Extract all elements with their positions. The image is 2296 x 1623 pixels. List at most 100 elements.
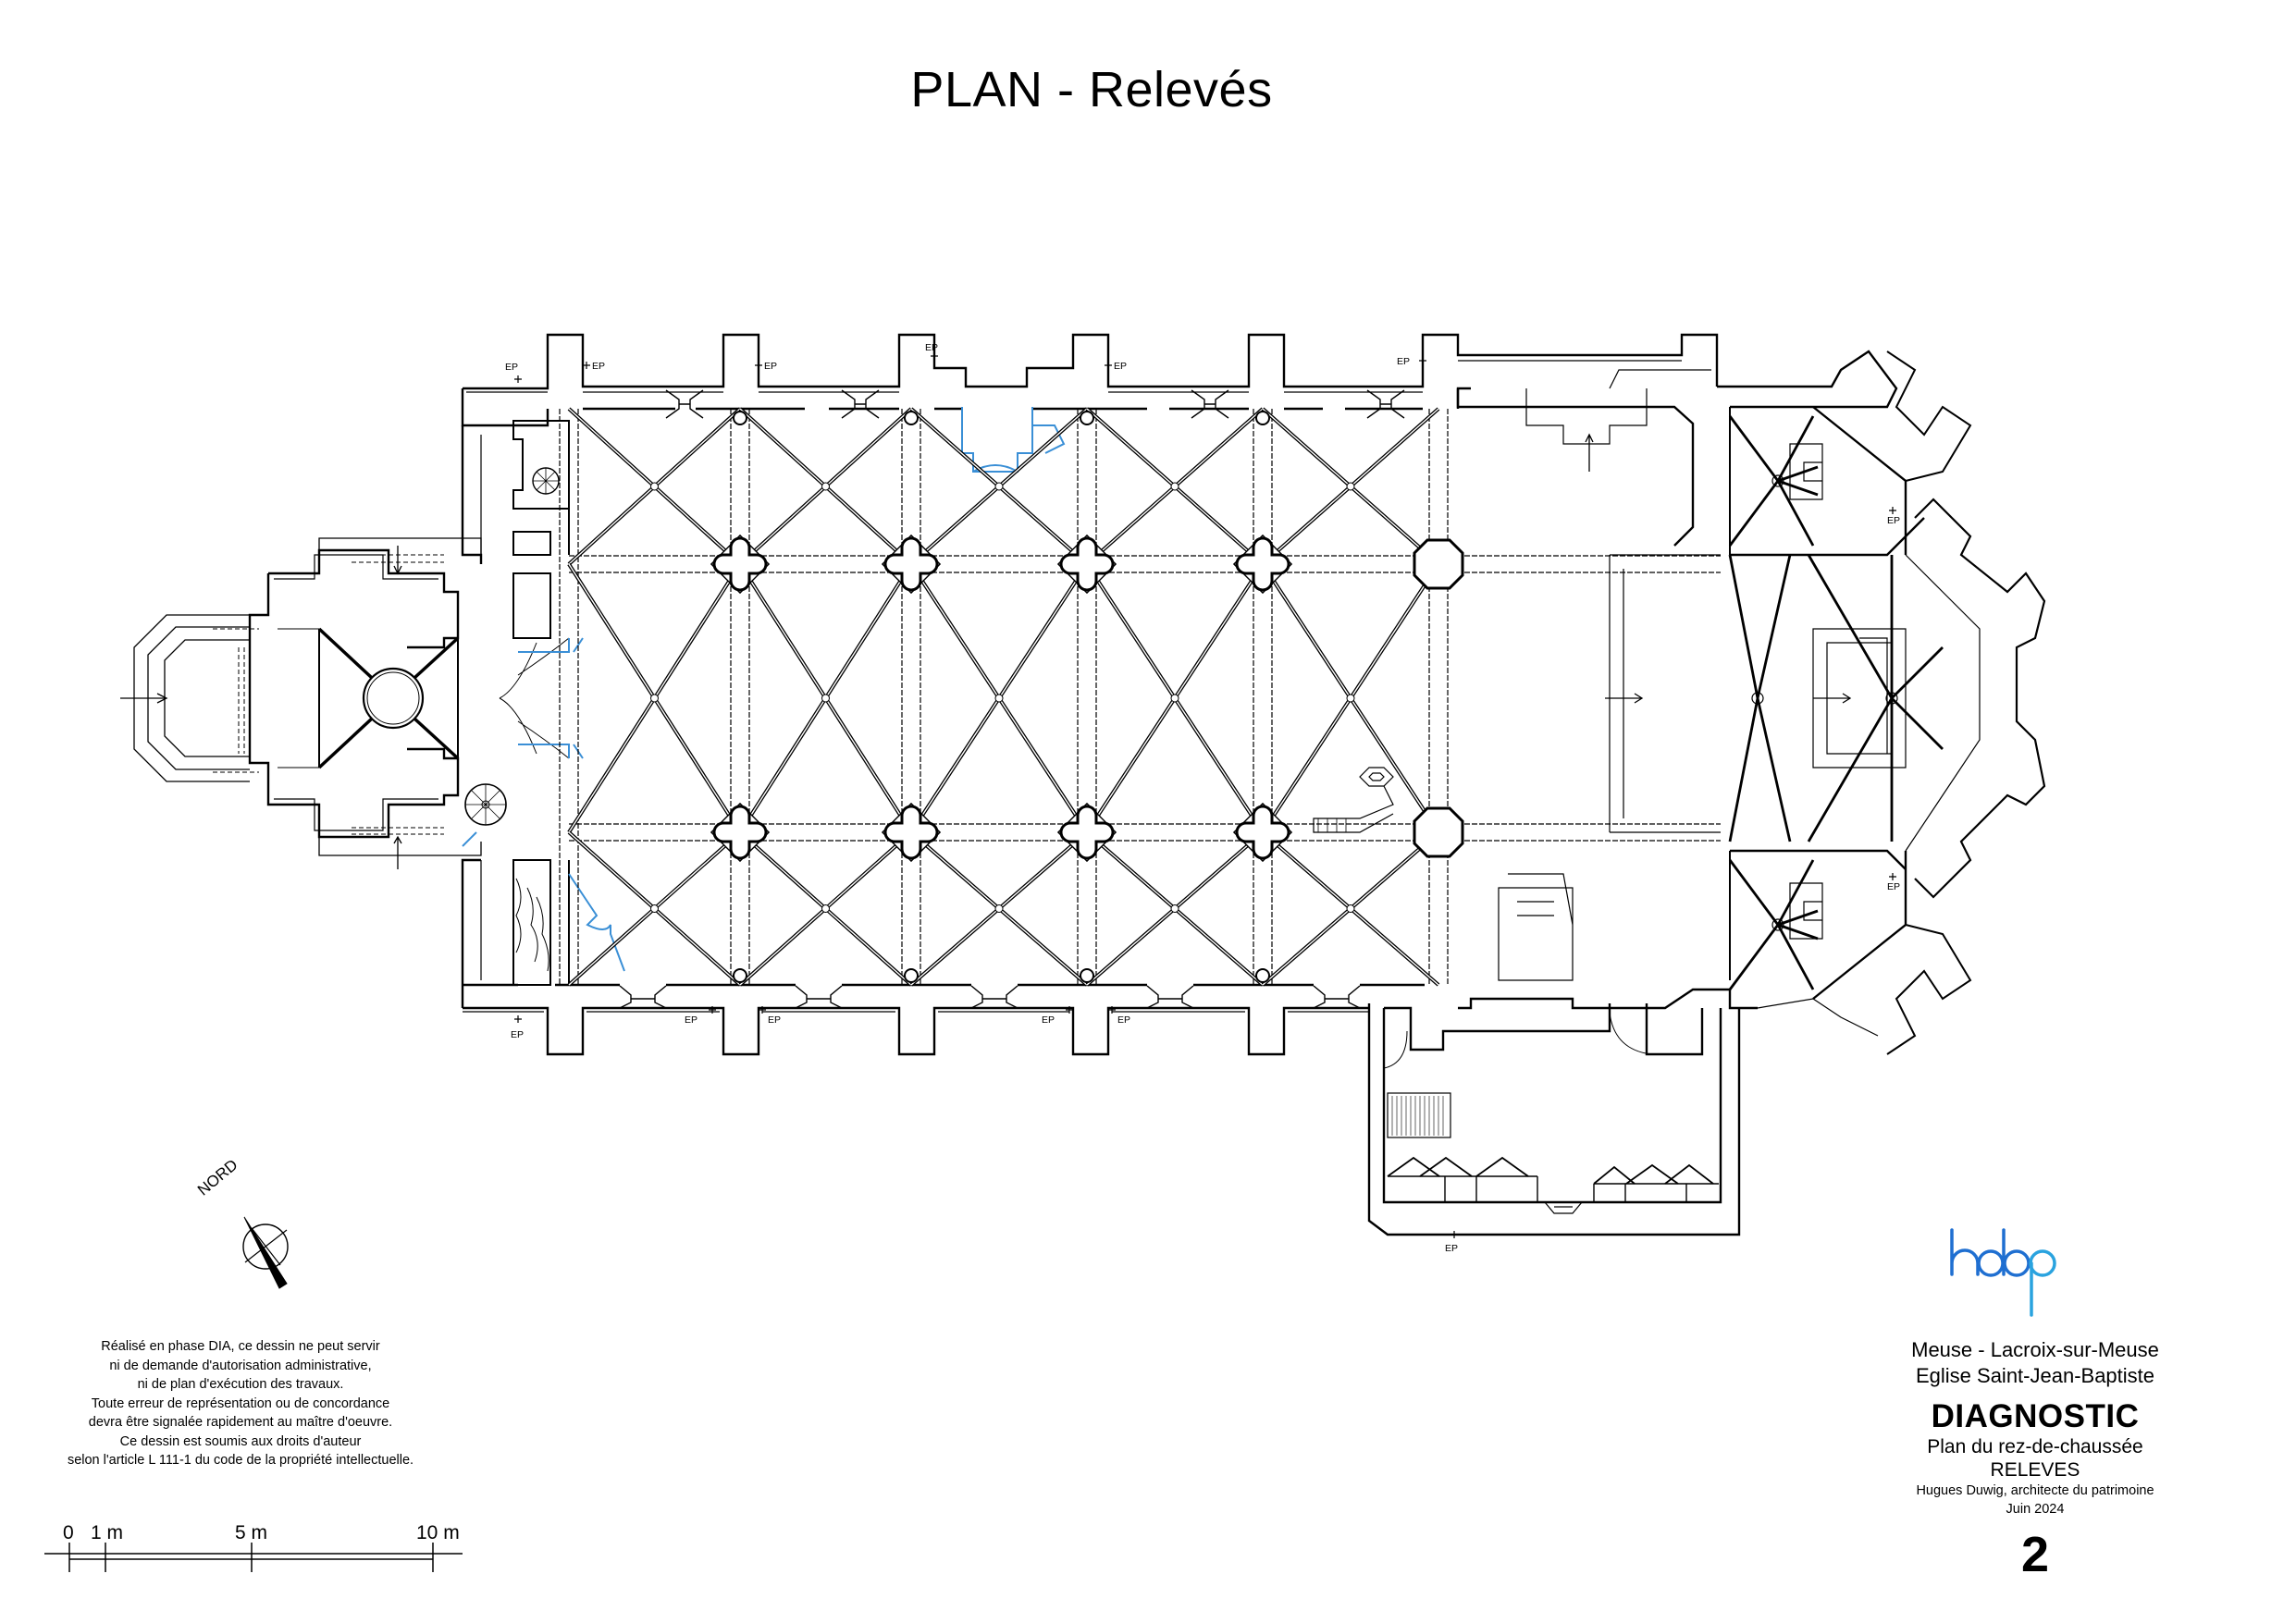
title-block: Meuse - Lacroix-sur-Meuse Eglise Saint-J… [1850,1337,2220,1583]
ep-marker-cross [514,1015,522,1023]
phase-label: DIAGNOSTIC [1931,1398,2140,1434]
crossing-pier [1413,806,1464,858]
ep-marker-cross [759,1006,766,1014]
ep-marker-cross [1108,1006,1116,1014]
disclaimer-line: devra être signalée rapidement au maître… [88,1415,393,1430]
pier [712,805,768,860]
ep-marker-cross [514,375,522,383]
building-name: Eglise Saint-Jean-Baptiste [1915,1364,2155,1387]
transverse-rib [1428,409,1449,985]
ep-marker-cross [1419,357,1426,364]
ep-marker-label: EP [1445,1243,1458,1254]
scale-bar [44,1543,463,1572]
transverse-rib [901,409,921,985]
transverse-rib [1077,409,1097,985]
keystone [1170,482,1179,491]
ep-marker-cross [583,362,590,369]
keystone [1346,482,1355,491]
keystone [1170,694,1179,703]
keystone [994,694,1004,703]
disclaimer-line: Toute erreur de représentation ou de con… [91,1396,390,1411]
ep-marker-label: EP [505,362,518,373]
keystone [821,904,830,913]
west-porch [120,420,570,986]
ep-marker-label: EP [685,1014,697,1026]
vault-ribs [559,407,1721,987]
transverse-rib [730,409,750,985]
pier [883,536,939,592]
ep-marker-cross [1066,1006,1073,1014]
choir [1313,350,2046,1055]
wall-respond [1255,968,1270,983]
pier [712,536,768,592]
ep-marker-label: EP [1117,1014,1130,1026]
ep-marker-label: EP [1887,515,1900,526]
wall-respond [733,411,747,425]
ep-marker-label: EP [1887,881,1900,892]
scale-tick-5m: 5 m [235,1522,268,1543]
pier [1059,536,1115,592]
location: Meuse - Lacroix-sur-Meuse [1911,1338,2159,1361]
wall-respond [1080,968,1094,983]
ep-marker-label: EP [1397,356,1410,367]
sacristy [1367,1003,1741,1236]
drawing-name: Plan du rez-de-chaussée [1927,1436,2143,1457]
keystone [994,904,1004,913]
longitudinal-rib [569,823,1721,842]
wall-respond [904,968,919,983]
ep-marker-cross [1889,507,1896,514]
scale-tick-0: 0 [63,1522,74,1543]
keystone [1346,904,1355,913]
author: Hugues Duwig, architecte du patrimoine [1916,1483,2154,1498]
north-wall [461,333,1719,427]
keystone [1170,904,1179,913]
ep-marker-label: EP [764,361,777,372]
disclaimer-line: selon l'article L 111-1 du code de la pr… [67,1453,414,1468]
scale-tick-10m: 10 m [416,1522,460,1543]
wall-respond [1255,411,1270,425]
drawing-title: PLAN - Relevés [910,62,1273,117]
ep-marker-cross [1450,1231,1458,1238]
wall-respond [1080,411,1094,425]
disclaimer-line: ni de demande d'autorisation administrat… [109,1358,372,1373]
ep-marker-cross [755,362,762,369]
pier [1059,805,1115,860]
crossing-pier [1413,538,1464,590]
keystone [994,482,1004,491]
keystone [821,482,830,491]
keystone [821,694,830,703]
ep-marker-cross [931,352,938,360]
disclaimer-line: Réalisé en phase DIA, ce dessin ne peut … [101,1339,380,1354]
transverse-rib [1253,409,1273,985]
ep-marker-label: EP [768,1014,781,1026]
wall-respond [733,968,747,983]
keystone [650,482,659,491]
drawing-type: RELEVES [1990,1459,2080,1481]
date: Juin 2024 [2006,1502,2065,1517]
north-arrow [242,1216,289,1289]
scale-tick-1m: 1 m [91,1522,124,1543]
ep-marker-label: EP [1042,1014,1055,1026]
pier [1235,536,1290,592]
ep-marker-label: EP [1114,361,1127,372]
ep-marker-label: EP [511,1029,524,1040]
sheet-number: 2 [2020,1527,2050,1582]
ep-marker-label: EP [925,342,938,353]
pier [883,805,939,860]
wall-respond [904,411,919,425]
disclaimer-line: Ce dessin est soumis aux droits d'auteur [119,1433,362,1449]
pier [1235,805,1290,860]
disclaimer-text: Réalisé en phase DIA, ce dessin ne peut … [37,1337,444,1470]
south-wall [461,983,1425,1056]
disclaimer-line: ni de plan d'exécution des travaux. [137,1377,344,1392]
ep-marker-cross [709,1006,716,1014]
ep-marker-cross [1105,362,1112,369]
keystone [1346,694,1355,703]
keystone [650,694,659,703]
ep-marker-cross [1889,873,1896,880]
hdap-logo [1950,1228,2056,1317]
longitudinal-rib [569,555,1721,573]
keystone [650,904,659,913]
